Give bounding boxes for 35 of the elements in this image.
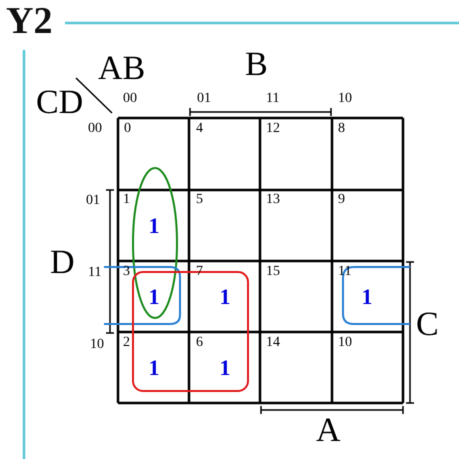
cell-index: 2 — [123, 336, 130, 350]
cell-index: 6 — [196, 336, 203, 350]
cell-index: 3 — [123, 265, 130, 279]
diagram-title: Y2 — [6, 2, 52, 40]
cell-value: 1 — [148, 357, 160, 379]
variable-label: A — [316, 414, 341, 448]
cell-index: 8 — [338, 122, 345, 136]
cell-index: 0 — [124, 122, 131, 136]
row-header: 10 — [90, 338, 104, 352]
cell-value: 1 — [220, 286, 230, 308]
row-header: 01 — [86, 194, 100, 208]
column-header: 01 — [197, 92, 211, 106]
cell-index: 12 — [266, 122, 280, 136]
column-header: 10 — [338, 92, 352, 106]
cell-index: 4 — [196, 122, 203, 136]
cell-value: 1 — [148, 215, 160, 237]
cell-index: 9 — [338, 193, 345, 207]
column-header: 11 — [266, 92, 280, 106]
cell-index: 15 — [266, 265, 280, 279]
variable-label: D — [50, 246, 75, 280]
cell-value: 1 — [148, 286, 160, 308]
row-header: 00 — [88, 122, 102, 136]
variable-label: CD — [36, 86, 84, 120]
cell-index: 5 — [196, 193, 203, 207]
cell-index: 14 — [266, 336, 280, 350]
variable-label: C — [416, 308, 439, 342]
cell-index: 10 — [338, 336, 352, 350]
cell-value: 1 — [362, 286, 372, 308]
variable-label: AB — [98, 52, 146, 86]
variable-label: B — [245, 48, 268, 82]
cell-index: 1 — [123, 193, 130, 207]
column-header: 00 — [123, 92, 137, 106]
cell-value: 1 — [220, 357, 230, 379]
row-header: 11 — [88, 266, 102, 280]
cell-index: 13 — [266, 193, 280, 207]
